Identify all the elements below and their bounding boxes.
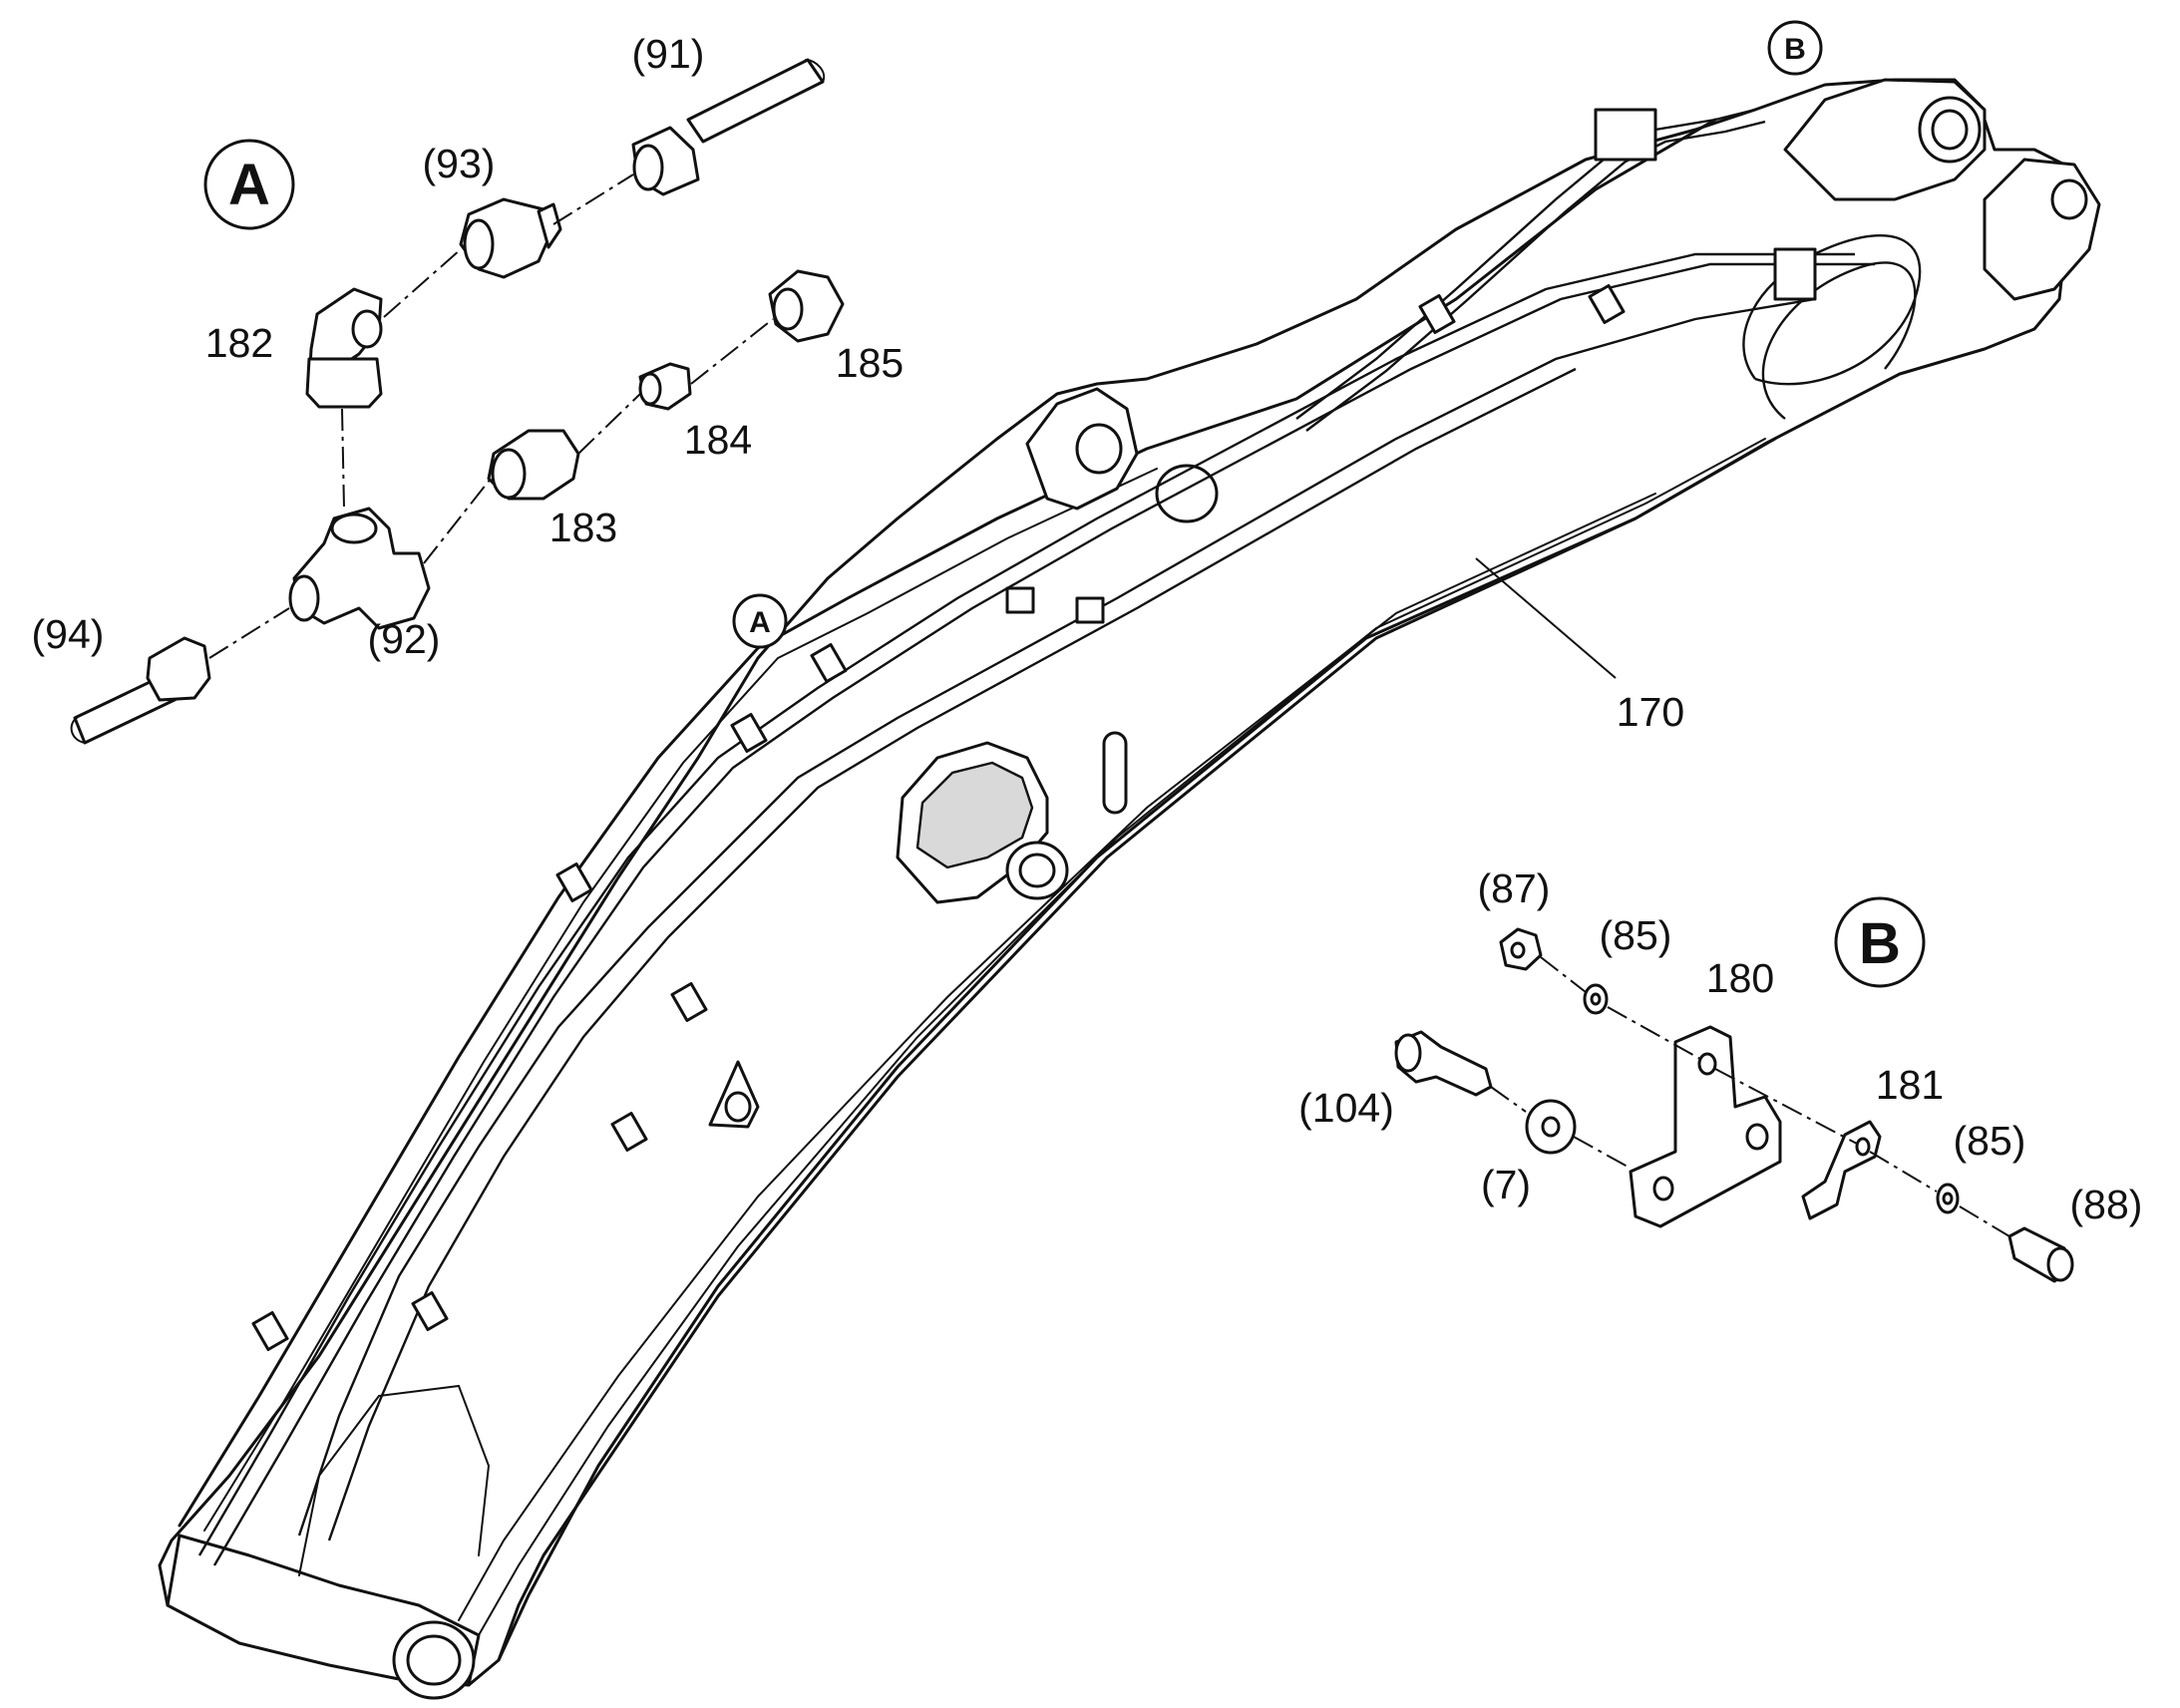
boom-nose-lower: [1983, 158, 2101, 301]
part-185-face: [772, 287, 804, 331]
part-94-cut: [70, 717, 86, 744]
part-182-port: [351, 309, 383, 349]
hose-top-2: [1305, 120, 1766, 432]
nose-pin-lower: [2050, 178, 2088, 220]
boom-lower-flange-inner: [478, 438, 1766, 1636]
boom-lower-flange-inner-2: [458, 493, 1656, 1621]
part-91-hose-cut: [805, 59, 826, 83]
label-87: (87): [1478, 865, 1551, 911]
part-180-hole-left: [1652, 1176, 1674, 1201]
axis-7-180: [1573, 1136, 1629, 1168]
boom-hole: [1155, 464, 1219, 523]
label-183: 183: [549, 505, 617, 550]
hose-clamps: [251, 108, 1817, 1351]
label-93: (93): [423, 141, 496, 186]
hose-top-1: [1295, 108, 1756, 420]
part-88-head: [2046, 1246, 2074, 1282]
label-88: (88): [2070, 1182, 2143, 1227]
detail-a-title: A: [228, 153, 270, 217]
hose-3: [297, 297, 1816, 1537]
foot-inner-web: [298, 1384, 491, 1576]
label-92: (92): [368, 616, 441, 662]
boom-assembly: [158, 78, 2101, 1700]
axis-180-181: [1714, 1068, 1858, 1145]
axis-92-94: [208, 607, 290, 659]
part-181-hole: [1855, 1137, 1871, 1157]
leader-170: [1475, 557, 1617, 679]
part-92-top-port: [330, 512, 378, 544]
cylinder-bracket-inner: [915, 761, 1034, 869]
detail-a-circle: [203, 139, 295, 230]
part-94-nut: [146, 636, 211, 702]
axis-185-184: [690, 318, 774, 385]
label-181: 181: [1876, 1062, 1944, 1108]
axis-181-85: [1869, 1151, 1938, 1193]
hose-4: [327, 367, 1577, 1541]
foot-pin-hole: [406, 1634, 462, 1686]
axis-87-85: [1540, 956, 1587, 993]
part-93-thread: [537, 202, 562, 249]
part-180-hole-top: [1697, 1052, 1717, 1076]
axis-183-92: [423, 478, 492, 564]
marker-b: B: [1767, 20, 1823, 76]
svg-text:B: B: [1784, 33, 1806, 66]
nose-pin-upper-hole: [1931, 109, 1969, 151]
hose-1: [197, 252, 1855, 1556]
boom-foot: [166, 1534, 481, 1687]
hose-loop-2: [1761, 261, 1917, 420]
label-91: (91): [632, 31, 705, 77]
part-7-washer-hole: [1541, 1116, 1561, 1138]
label-170: 170: [1617, 689, 1684, 735]
part-85-washer-top-hole: [1590, 992, 1602, 1006]
hose-loop: [1742, 234, 1922, 386]
part-180-plate: [1629, 1025, 1782, 1228]
part-91-nut-face: [632, 144, 664, 191]
label-85b: (85): [1954, 1118, 2026, 1164]
part-184-face: [638, 372, 662, 406]
cylinder-pin-hole: [1018, 853, 1056, 888]
label-104: (104): [1298, 1085, 1394, 1131]
label-94: (94): [32, 611, 105, 657]
part-85-washer-bottom-hole: [1942, 1192, 1954, 1205]
part-92-side-port: [288, 574, 320, 622]
axis-85-88: [1959, 1205, 2010, 1237]
detail-view-b: B (87): [1298, 865, 2143, 1283]
part-180-hole-right: [1745, 1123, 1769, 1151]
label-185: 185: [836, 340, 904, 386]
axis-93-182: [383, 248, 462, 318]
detail-view-a: A: [32, 31, 904, 745]
boom-top-flange-2: [203, 468, 1158, 1532]
label-7: (7): [1481, 1162, 1531, 1207]
lifting-eye-hole: [724, 1091, 752, 1123]
part-91-hose: [686, 58, 825, 144]
label-184: 184: [684, 417, 752, 463]
axis-104-7: [1490, 1086, 1527, 1113]
boom-lower-flange: [497, 437, 1777, 1662]
part-183-face: [491, 448, 527, 500]
detail-b-title: B: [1859, 911, 1901, 976]
hose-2: [212, 262, 1875, 1566]
part-182-nut: [305, 357, 383, 409]
boom-outline: [158, 78, 2086, 1687]
part-87-hole: [1510, 941, 1526, 959]
part-93-face: [463, 218, 495, 270]
axis-85-180: [1607, 1006, 1701, 1060]
axis-91-93: [552, 173, 634, 225]
label-85a: (85): [1600, 912, 1672, 958]
upper-bracket-pin: [1075, 423, 1123, 475]
detail-b-circle: [1834, 896, 1926, 988]
part-104-head: [1394, 1033, 1422, 1073]
svg-text:A: A: [749, 606, 771, 639]
label-182: 182: [205, 320, 273, 366]
marker-a: A: [732, 593, 788, 649]
label-180: 180: [1706, 955, 1774, 1001]
axis-184-183: [577, 393, 641, 455]
axis-182-92: [341, 408, 345, 510]
slot-plate: [1102, 731, 1128, 815]
